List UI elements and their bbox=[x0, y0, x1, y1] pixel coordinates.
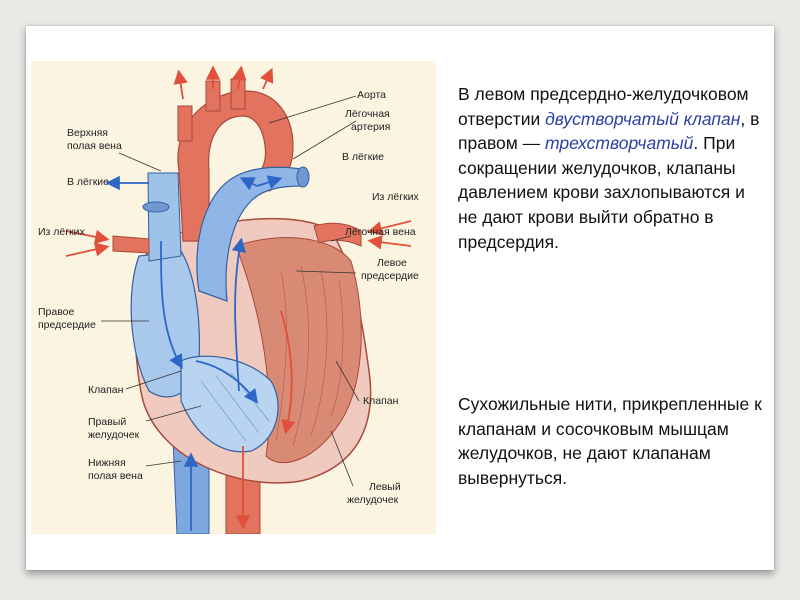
paragraph-valves-part3: . При сокращении желудочков, клапаны дав… bbox=[458, 133, 745, 252]
label-inferior-vena-cava-line2: полая вена bbox=[88, 470, 143, 482]
paragraph-chordae: Сухожильные нити, прикрепленные к клапан… bbox=[458, 394, 762, 488]
label-pulmonary-vein: Лёгочная вена bbox=[345, 226, 416, 238]
label-valve-left: Клапан bbox=[88, 384, 124, 396]
label-to-lungs-right: В лёгкие bbox=[342, 151, 385, 163]
right-ventricle bbox=[180, 355, 279, 453]
left-ventricle bbox=[235, 237, 362, 464]
paragraph-valves-part1: В левом предсердно-желудочковом отверсти… bbox=[458, 84, 749, 129]
label-left-ventricle-line1: Левый bbox=[369, 481, 401, 493]
heart-diagram: Аорта Лёгочная артерия В лёгкие Из лёгки… bbox=[31, 61, 436, 534]
label-right-ventricle-line1: Правый bbox=[88, 416, 127, 428]
term-bicuspid-valve: двустворчатый клапан bbox=[545, 108, 741, 129]
label-superior-vena-cava-line1: Верхняя bbox=[67, 127, 108, 139]
label-right-atrium-line2: предсердие bbox=[38, 319, 96, 331]
label-from-lungs-right: Из лёгких bbox=[372, 191, 419, 203]
label-right-atrium-line1: Правое bbox=[38, 306, 75, 318]
label-pulmonary-artery-line2: артерия bbox=[351, 121, 391, 133]
superior-vena-cava bbox=[147, 172, 182, 262]
label-superior-vena-cava-line2: полая вена bbox=[67, 140, 122, 152]
label-valve-right: Клапан bbox=[363, 395, 399, 407]
label-right-ventricle-line2: желудочек bbox=[88, 429, 140, 441]
term-tricuspid-valve: трехстворчатый bbox=[545, 133, 694, 154]
label-aorta: Аорта bbox=[357, 89, 386, 101]
label-left-atrium-line1: Левое bbox=[377, 257, 407, 269]
label-pulmonary-artery-line1: Лёгочная bbox=[345, 108, 390, 120]
label-from-lungs-left: Из лёгких bbox=[38, 226, 85, 238]
label-to-lungs-left: В лёгкие bbox=[67, 176, 110, 188]
label-left-ventricle-line2: желудочек bbox=[347, 494, 399, 506]
label-inferior-vena-cava-line1: Нижняя bbox=[88, 457, 126, 469]
heart-illustration bbox=[65, 65, 412, 534]
paragraph-valves: В левом предсердно-желудочковом отверсти… bbox=[458, 82, 768, 254]
paragraph-valves-part2: , в правом — bbox=[458, 108, 760, 154]
label-left-atrium-line2: предсердие bbox=[361, 270, 419, 282]
